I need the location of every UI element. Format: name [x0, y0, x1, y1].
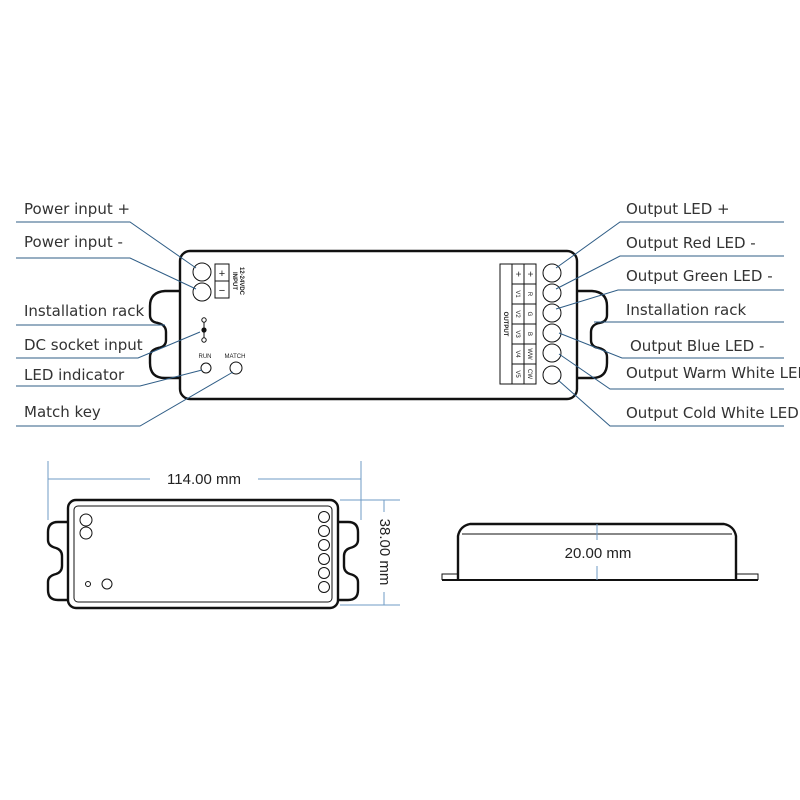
power-plus-terminal: [192, 262, 212, 282]
pin-label: V2: [514, 310, 520, 318]
output-warm-white-led-label: Output Warm White LED -: [626, 364, 800, 382]
output-title: OUTPUT: [502, 312, 508, 337]
led-indicator-label: LED indicator: [24, 366, 125, 384]
installation-rack-right-label: Installation rack: [626, 301, 746, 319]
output-green-led-label: Output Green LED -: [626, 267, 773, 285]
output-blue-led-label: Output Blue LED -: [630, 337, 764, 355]
pin-label: V4: [514, 350, 520, 358]
dc-socket-symbol: [201, 317, 207, 343]
output-cold-white-terminal: [542, 365, 562, 385]
pin-label: +: [512, 271, 523, 277]
input-plus-sign: +: [219, 268, 225, 280]
output-red-led-label: Output Red LED -: [626, 234, 756, 252]
input-title: INPUT: [231, 272, 237, 290]
left-mounting-ear: [148, 289, 183, 380]
channel-label: +: [524, 271, 535, 277]
match-label: MATCH: [225, 354, 246, 360]
device-top-view: 114.00 mm 38.00 mm: [46, 461, 400, 610]
output-plus-terminal: [542, 263, 562, 283]
output-cold-white-led-label: Output Cold White LED -: [626, 404, 800, 422]
right-callouts: Output LED + Output Red LED - Output Gre…: [555, 200, 800, 427]
run-led-indicator: [200, 362, 212, 374]
channel-label: WW: [526, 348, 532, 360]
device-side-view: 20.00 mm: [441, 522, 759, 581]
left-callouts: Power input + Power input - Installation…: [16, 200, 234, 427]
right-mounting-ear: [574, 289, 609, 380]
power-input-minus-label: Power input -: [24, 233, 123, 251]
top-view-body: [66, 498, 340, 610]
channel-label: B: [526, 332, 532, 336]
installation-rack-left-label: Installation rack: [24, 302, 144, 320]
controller-body: [178, 249, 579, 401]
channel-label: G: [526, 312, 532, 317]
dc-socket-input-label: DC socket input: [24, 336, 143, 354]
output-warm-white-terminal: [542, 343, 562, 363]
pin-label: V1: [514, 290, 520, 298]
channel-label: R: [526, 292, 532, 297]
match-key-label: Match key: [24, 403, 101, 421]
height-dimension: 20.00 mm: [565, 545, 632, 562]
length-dimension: 114.00 mm: [167, 471, 241, 488]
output-blue-terminal: [542, 323, 562, 343]
output-terminal-table: OUTPUT + + V1 R V2 G V3 B V4 WW V5 CW: [499, 263, 537, 385]
output-green-terminal: [542, 303, 562, 323]
width-dimension: 38.00 mm: [376, 519, 393, 586]
pin-label: V3: [514, 330, 520, 338]
device-front-view: + − INPUT 12-24VDC RUN MATCH: [148, 249, 609, 401]
match-key-button[interactable]: [229, 361, 243, 375]
pin-label: V5: [514, 370, 520, 378]
run-label: RUN: [199, 354, 212, 360]
output-red-terminal: [542, 283, 562, 303]
power-minus-terminal: [192, 282, 212, 302]
channel-label: CW: [526, 369, 532, 379]
input-minus-sign: −: [219, 285, 225, 297]
power-input-plus-label: Power input +: [24, 200, 130, 218]
output-led-plus-label: Output LED +: [626, 200, 730, 218]
input-voltage: 12-24VDC: [238, 267, 244, 296]
